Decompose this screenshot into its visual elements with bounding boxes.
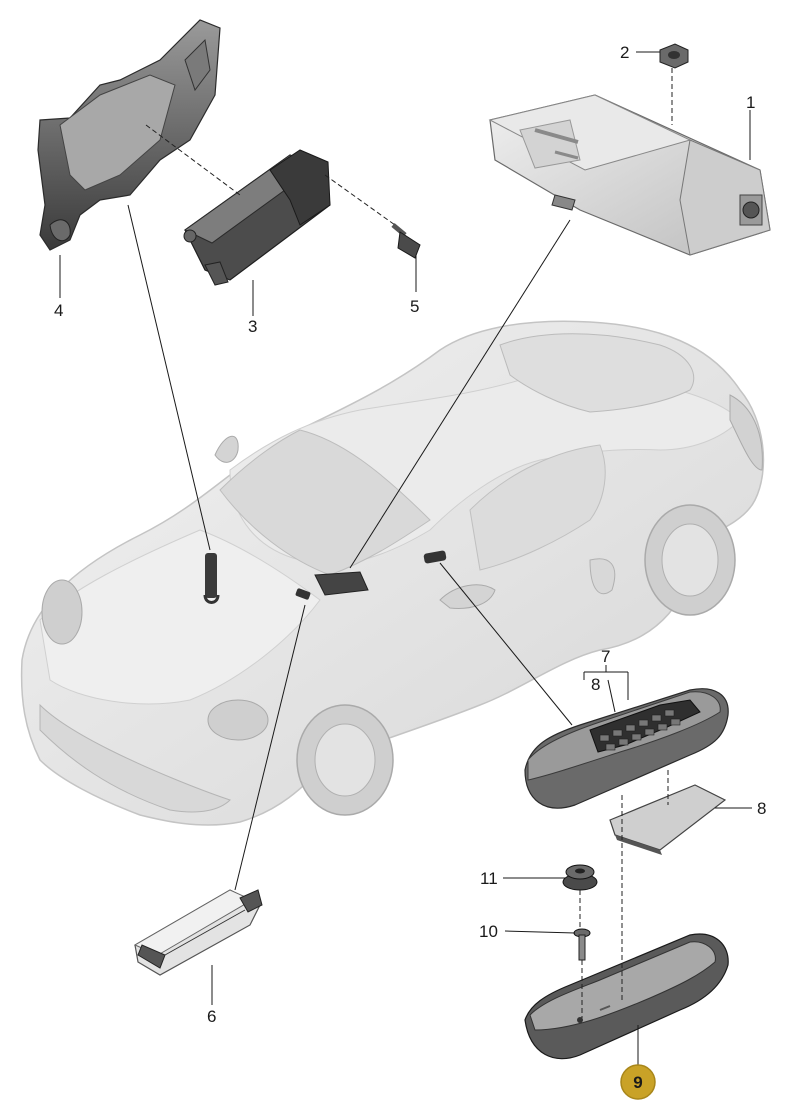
callout-2: 2 <box>620 43 629 62</box>
callout-11: 11 <box>480 869 498 888</box>
installed-module-right <box>423 550 447 564</box>
part-battery-cover-plate <box>609 784 727 855</box>
callout-9: 9 <box>633 1073 642 1092</box>
part-screw <box>391 223 421 259</box>
callout-3: 3 <box>248 317 257 336</box>
installed-module-left <box>295 588 311 600</box>
remote-keypad <box>589 699 701 753</box>
part-control-module <box>183 149 331 286</box>
part-remote-cover <box>524 933 729 1060</box>
callout-numbers: 1 2 3 4 5 6 7 8 8 11 10 <box>54 43 766 1026</box>
part-grommet <box>562 864 598 891</box>
part-amplifier <box>488 94 771 256</box>
callout-6: 6 <box>207 1007 216 1026</box>
installed-antenna-windshield <box>203 553 220 604</box>
callout-8-right: 8 <box>757 799 766 818</box>
car-body <box>20 320 765 826</box>
part-antenna-module <box>133 889 263 976</box>
amplifier-logo <box>534 128 579 160</box>
callout-5: 5 <box>410 297 419 316</box>
part-bracket <box>37 19 221 251</box>
leader-lines <box>59 51 752 1065</box>
part-small-screw <box>573 928 591 961</box>
callout-9-badge[interactable]: 9 <box>620 1064 656 1100</box>
installed-control-unit <box>314 571 369 596</box>
part-nut <box>659 43 689 69</box>
callout-1: 1 <box>746 93 755 112</box>
assembly-lines <box>145 68 673 1018</box>
callout-8-top: 8 <box>591 675 600 694</box>
callout-4: 4 <box>54 301 63 320</box>
callout-10: 10 <box>479 922 498 941</box>
part-remote-control <box>524 688 729 809</box>
callout-7: 7 <box>601 647 610 666</box>
